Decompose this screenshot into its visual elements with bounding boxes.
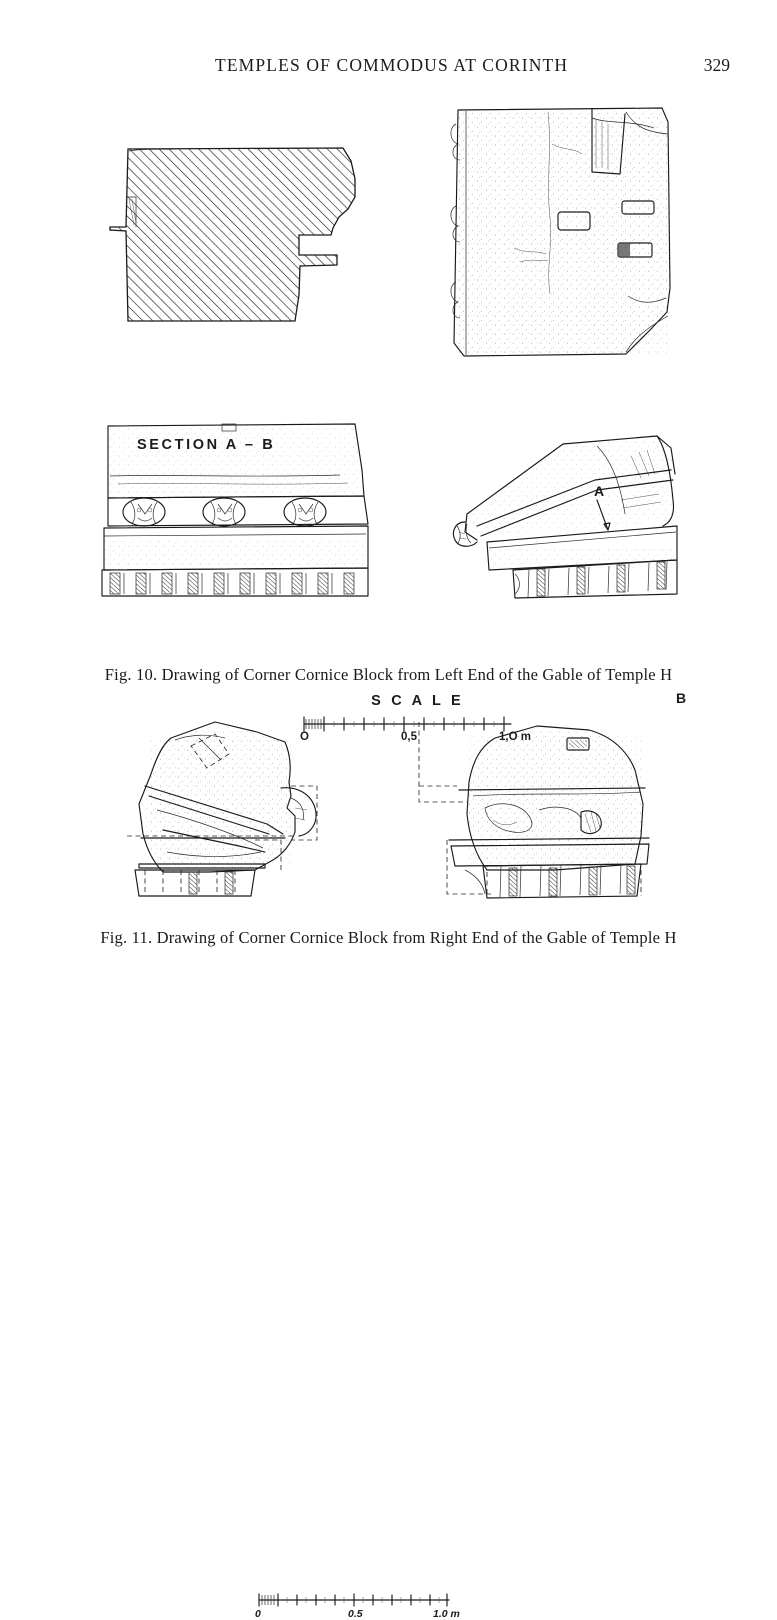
page-number: 329 [703, 55, 730, 75]
page-title: TEMPLES OF COMMODUS AT CORINTH [215, 55, 569, 75]
figure-11: 0 0.5 1.0 m Fig. 11. Drawing of Corner C… [0, 700, 777, 1620]
lion-head-right [283, 497, 327, 527]
fig10-top-plan-drawing [440, 98, 680, 368]
figure-11-caption: Fig. 11. Drawing of Corner Cornice Block… [100, 928, 677, 947]
point-b-label: B [676, 690, 687, 706]
scale-tick-label-mid: 0.5 [348, 1608, 363, 1620]
dentil-course-perspective [527, 561, 668, 598]
figure-10-caption: Fig. 10. Drawing of Corner Cornice Block… [104, 665, 673, 684]
scale-ruler [253, 1592, 453, 1607]
lion-head-left [122, 497, 166, 527]
scale-tick-label-mid: 0,5 [401, 731, 417, 743]
lion-head-corner [452, 521, 478, 547]
scale-title: S C A L E [371, 693, 464, 709]
fig10-perspective-drawing [445, 422, 690, 602]
scale-tick-label-start: O [300, 731, 309, 743]
fig11-right-dentil-course [482, 863, 642, 899]
fig10-section-drawing [105, 135, 365, 335]
lion-head-center [202, 497, 246, 527]
fig10-front-elevation-drawing [100, 418, 372, 598]
point-a-leader-line [590, 498, 620, 534]
fig11-dentil-course [134, 869, 256, 897]
fig11-elevation-drawing [405, 712, 655, 902]
section-a-b-label: SECTION A – B [137, 437, 276, 453]
scale-tick-label-end: 1.0 m [433, 1608, 460, 1620]
dentil-course-front [109, 572, 355, 595]
figure-10: SECTION A – B A B S C A L E [0, 90, 777, 743]
scale-tick-label-start: 0 [255, 1608, 261, 1620]
fig11-perspective-drawing [105, 712, 345, 902]
running-header: TEMPLES OF COMMODUS AT CORINTH 329 [0, 55, 777, 79]
point-a-label: A [594, 483, 605, 499]
scale-ruler [300, 715, 515, 732]
